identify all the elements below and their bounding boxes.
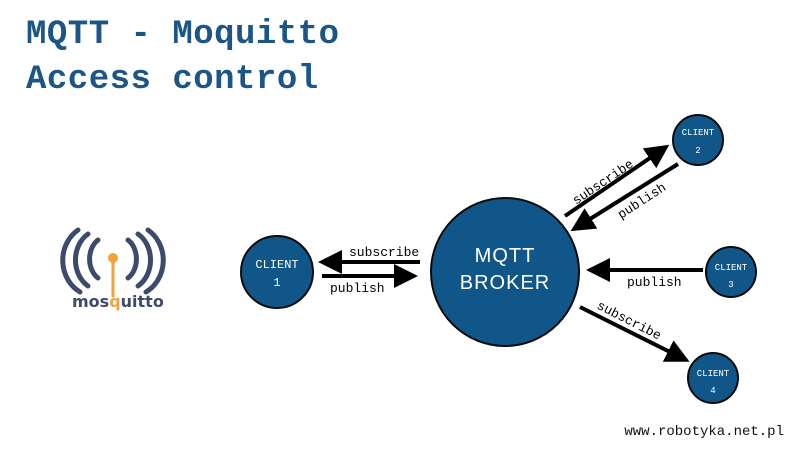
- client-1-number: 1: [273, 276, 280, 290]
- client-node-1: CLIENT 1: [240, 235, 314, 309]
- svg-text:mosquitto: mosquitto: [72, 292, 164, 311]
- client-2-label: CLIENT: [682, 128, 715, 138]
- client-2-number: 2: [695, 146, 700, 156]
- broker-node: MQTT BROKER: [430, 197, 580, 347]
- mosquitto-logo: mosquitto: [60, 227, 166, 311]
- logo-text-right: uitto: [121, 292, 164, 311]
- mosquitto-antenna-icon: [60, 227, 166, 298]
- client-node-3: CLIENT 3: [705, 246, 757, 298]
- client-1-label: CLIENT: [255, 258, 298, 272]
- arrows: [318, 144, 703, 362]
- client-node-2: CLIENT 2: [672, 114, 724, 166]
- label-c3-publish: publish: [627, 275, 682, 290]
- arrow-c2-subscribe: [563, 144, 670, 218]
- client-3-number: 3: [728, 280, 733, 290]
- arrow-c4-subscribe: [579, 305, 690, 362]
- client-node-4: CLIENT 4: [687, 352, 739, 404]
- title-line-2: Access control: [26, 61, 319, 99]
- logo-text-left: mos: [72, 292, 109, 311]
- label-c2-subscribe: subscribe: [570, 157, 637, 209]
- footer-url: www.robotyka.net.pl: [624, 424, 784, 440]
- client-3-label: CLIENT: [715, 263, 748, 273]
- arrow-c2-publish: [570, 162, 680, 232]
- title-line-1: MQTT - Moquitto: [26, 16, 340, 54]
- label-c1-subscribe: subscribe: [349, 245, 419, 260]
- broker-label-line2: BROKER: [460, 272, 550, 294]
- label-c1-publish: publish: [330, 281, 385, 296]
- client-4-label: CLIENT: [697, 369, 730, 379]
- logo-text-accent: q: [109, 292, 120, 311]
- client-4-number: 4: [710, 386, 715, 396]
- broker-label-line1: MQTT: [475, 245, 536, 267]
